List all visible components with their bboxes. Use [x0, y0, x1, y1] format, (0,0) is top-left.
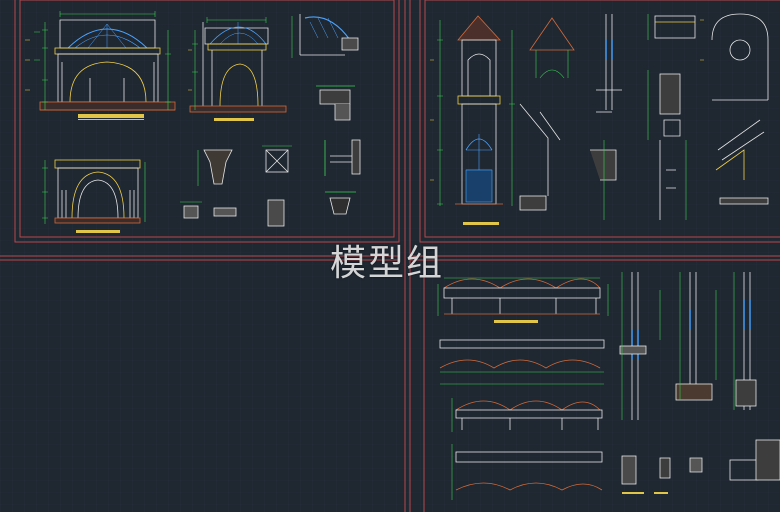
railing-post-sections [619, 272, 757, 420]
canopy-detail [299, 14, 359, 56]
tower-cornice-details [654, 15, 696, 220]
tower-elevation-title [463, 222, 499, 225]
keystone-detail [325, 191, 356, 215]
railing-base-titles [622, 492, 668, 494]
tower-cornice-dims [647, 14, 687, 220]
pavilion-elevation-front-title [78, 114, 144, 120]
pavilion-elevation-front-dims [34, 11, 171, 110]
railing-elevation-1-title [494, 320, 538, 323]
railing-plan-2 [451, 444, 603, 500]
watermark-text: 模型组 [330, 243, 445, 284]
dimension-tick-marks [25, 19, 704, 181]
capital-detail [183, 149, 289, 227]
tower-elevation [455, 15, 503, 205]
gate-elevation [54, 159, 141, 224]
capital-detail-dims [180, 145, 292, 203]
cornice-profile-b [324, 139, 361, 176]
pavilion-section-dims [192, 17, 267, 110]
pavilion-section [189, 22, 287, 113]
railing-elevation-1 [443, 278, 601, 315]
railing-base-details [621, 439, 780, 485]
tower-elevation-dims [437, 20, 515, 206]
tower-roof-section [519, 17, 575, 211]
pavilion-elevation-front [39, 19, 176, 111]
railing-elevation-2 [451, 398, 603, 432]
pavilion-section-title [214, 118, 254, 121]
cornice-profile-a [316, 85, 355, 121]
gate-elevation-title [76, 230, 120, 233]
railing-elevation-1-dims [437, 277, 609, 316]
spiral-stair-plan [711, 13, 769, 205]
tower-wall-section [590, 14, 622, 220]
gate-elevation-dims [42, 160, 146, 224]
railing-post-dims [621, 272, 735, 420]
railing-plan-1 [439, 339, 605, 385]
